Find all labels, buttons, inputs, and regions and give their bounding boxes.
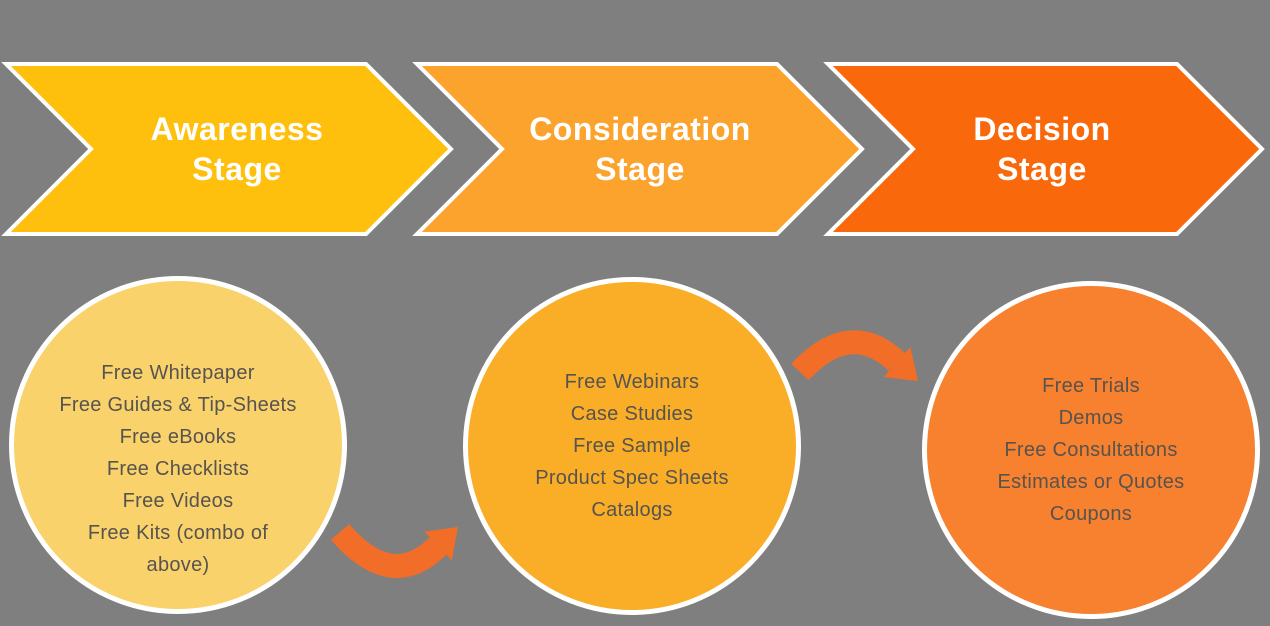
circle-awareness-offers: Free Whitepaper Free Guides & Tip-Sheets… (9, 276, 347, 614)
stage-title-consideration: Consideration Stage (450, 64, 830, 234)
offer-list: Free Trials Demos Free Consultations Est… (998, 370, 1185, 530)
offer-item: Free Trials (1042, 375, 1140, 397)
offer-item: Free Kits (combo of above) (87, 522, 269, 576)
arrow-curve (330, 523, 447, 578)
offer-item: Free Sample (573, 435, 691, 457)
stage-title-awareness: Awareness Stage (47, 64, 427, 234)
stage-title-line2: Stage (997, 151, 1087, 187)
offer-item: Demos (1058, 407, 1124, 429)
chevron-awareness-stage (1, 62, 454, 236)
stage-title-line2: Stage (192, 151, 282, 187)
offer-item: Coupons (1049, 503, 1133, 525)
chevron-decision-stage (823, 62, 1265, 236)
stage-title-line1: Awareness (150, 111, 324, 147)
offer-list: Free Webinars Case Studies Free Sample P… (535, 366, 729, 526)
chevron-consideration-stage (412, 62, 865, 236)
arrow-head (424, 527, 458, 561)
stage-title-line1: Decision (973, 111, 1111, 147)
arrow-consideration-to-decision (791, 330, 918, 381)
offer-item: Free Whitepaper (101, 362, 255, 384)
arrow-awareness-to-consideration (330, 523, 458, 578)
offer-list: Free Whitepaper Free Guides & Tip-Sheets… (59, 309, 296, 581)
circle-consideration-offers: Free Webinars Case Studies Free Sample P… (463, 277, 801, 615)
offer-item: Estimates or Quotes (997, 471, 1185, 493)
stage-title-line1: Consideration (529, 111, 751, 147)
offer-item: Free Checklists (106, 458, 250, 480)
offer-item: Free Consultations (1004, 439, 1178, 461)
offer-item: Free Webinars (564, 371, 700, 393)
offer-item: Catalogs (591, 499, 673, 521)
offer-item: Case Studies (570, 403, 694, 425)
stage-title-decision: Decision Stage (852, 64, 1232, 234)
offer-item: Free eBooks (119, 426, 237, 448)
circle-decision-offers: Free Trials Demos Free Consultations Est… (922, 281, 1260, 619)
offer-item: Free Videos (122, 490, 234, 512)
stage-title-line2: Stage (595, 151, 685, 187)
offer-item: Free Guides & Tip-Sheets (59, 394, 297, 416)
arrow-curve (791, 330, 906, 381)
arrow-head (883, 347, 918, 381)
offer-item: Product Spec Sheets (535, 467, 729, 489)
